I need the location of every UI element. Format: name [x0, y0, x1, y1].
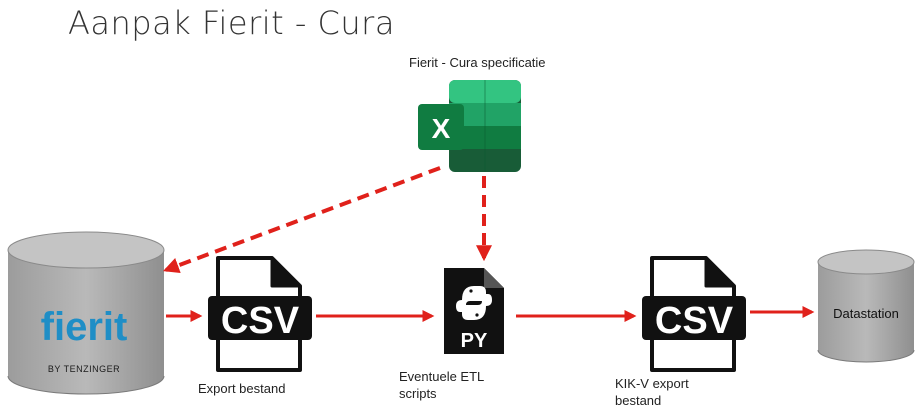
datastation-label: Datastation	[833, 306, 899, 321]
fierit-logo: fierit	[41, 305, 128, 349]
fierit-logo-sub: BY TENZINGER	[48, 364, 120, 374]
excel-icon: X	[418, 80, 521, 172]
csv-badge: CSV	[221, 300, 300, 342]
datastation-icon: Datastation	[817, 249, 915, 363]
kikv-label-line2: bestand	[615, 393, 662, 408]
export-file-label: Export bestand	[198, 381, 286, 396]
csv-file-icon: CSV	[642, 256, 746, 372]
csv-badge: CSV	[655, 300, 734, 342]
py-badge: PY	[461, 330, 488, 352]
dashed-arrow-to-source	[163, 166, 441, 274]
excel-letter: X	[432, 113, 451, 144]
python-logo-icon	[456, 286, 492, 320]
etl-label-line2: scripts	[399, 386, 437, 401]
page-title: Aanpak Fierit - Cura	[68, 4, 395, 42]
database-icon: fierit BY TENZINGER	[7, 231, 165, 395]
etl-label-line1: Eventuele ETL	[399, 369, 485, 384]
csv-file-icon: CSV	[208, 256, 312, 372]
excel-label: Fierit - Cura specificatie	[409, 55, 546, 70]
kikv-label-line1: KIK-V export	[615, 376, 689, 391]
python-file-icon: PY	[444, 268, 504, 354]
